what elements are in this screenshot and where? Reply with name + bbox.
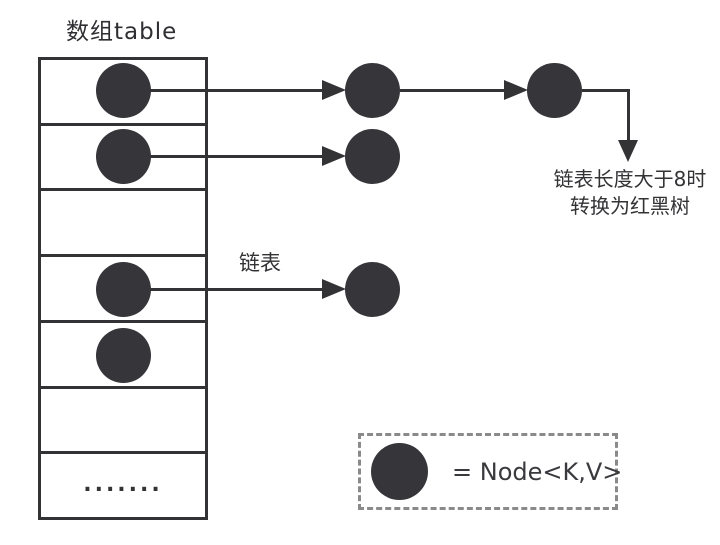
node-circle-chain1-a: [345, 63, 400, 118]
elbow-arrow-vertical: [627, 89, 630, 141]
array-cell-1: [41, 126, 205, 192]
node-circle-chain2-a: [345, 129, 400, 184]
array-table-title: 数组table: [66, 19, 178, 45]
array-cell-2: [41, 191, 205, 258]
arrow-head-row2-icon: [322, 146, 346, 166]
node-circle-row2: [96, 129, 151, 184]
arrow-line-row1: [150, 89, 322, 92]
node-circle-chain1-b: [527, 63, 582, 118]
treeify-annotation-line1: 链表长度大于8时: [553, 167, 707, 191]
node-circle-row1: [96, 63, 151, 118]
array-cell-4: [41, 323, 205, 389]
array-cell-3: [41, 257, 205, 323]
array-cell-5: [41, 389, 205, 455]
legend-box: = Node<K,V>: [358, 433, 622, 510]
legend-node-icon: [371, 443, 428, 500]
arrow-head-down-icon: [618, 140, 638, 162]
arrow-head-row1-icon: [322, 80, 346, 100]
array-cell-0: [41, 60, 205, 126]
node-circle-row4: [96, 262, 151, 317]
node-circle-chain4-a: [345, 262, 400, 317]
node-circle-row5: [96, 328, 151, 383]
array-ellipsis: .......: [83, 472, 163, 497]
linked-list-label: 链表: [239, 251, 281, 275]
arrow-head-row4-icon: [322, 279, 346, 299]
arrow-head-row1b-icon: [504, 80, 528, 100]
treeify-annotation: 链表长度大于8时 转换为红黑树: [534, 166, 720, 220]
legend-label: = Node<K,V>: [452, 457, 623, 486]
arrow-line-row4: [150, 288, 322, 291]
elbow-arrow-horizontal: [582, 89, 630, 92]
arrow-line-row1b: [400, 89, 504, 92]
treeify-annotation-line2: 转换为红黑树: [570, 194, 690, 218]
arrow-line-row2: [150, 155, 322, 158]
